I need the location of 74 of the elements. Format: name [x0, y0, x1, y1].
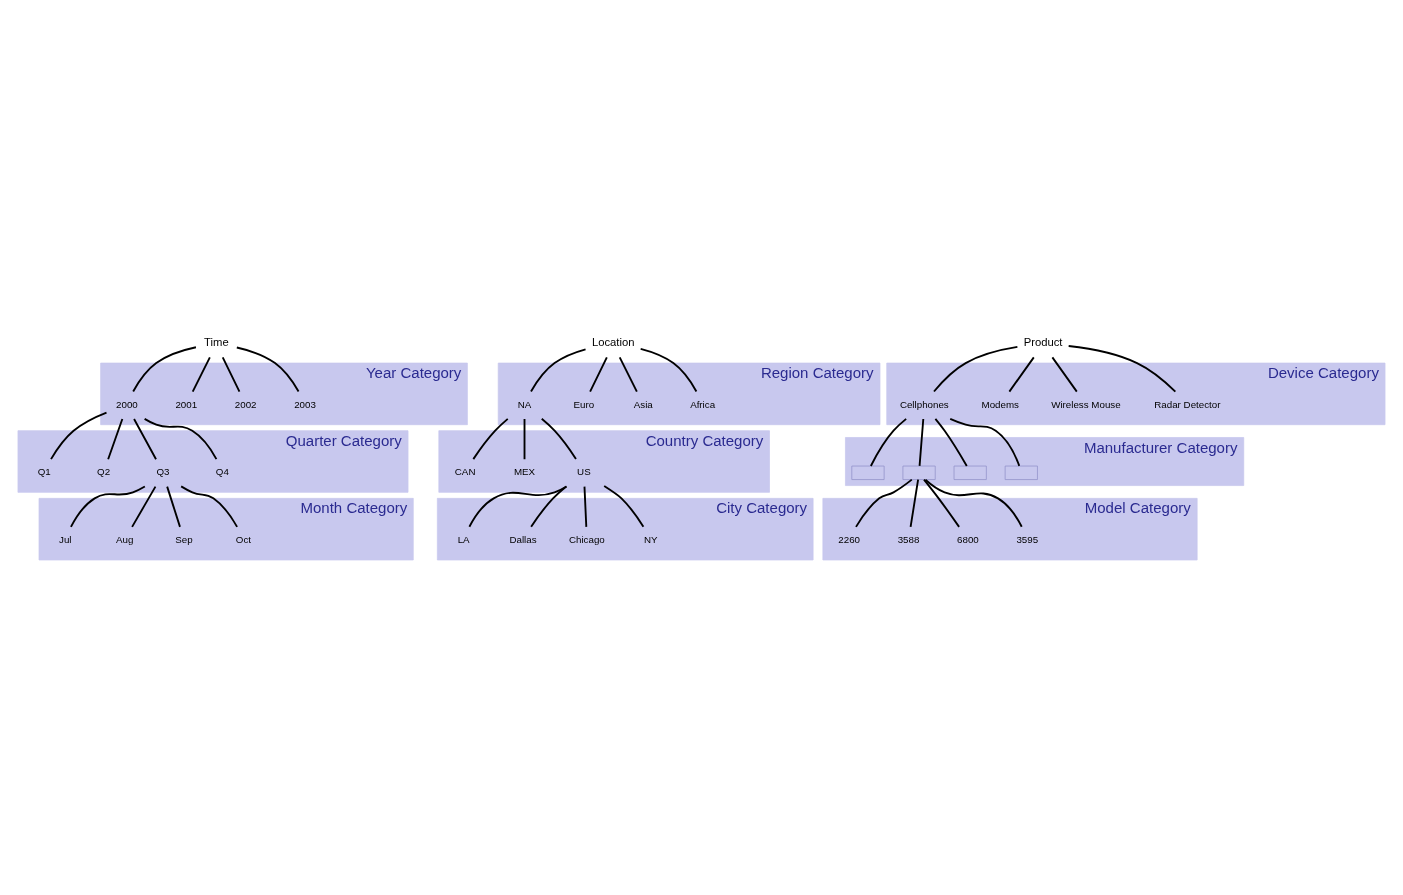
connector: [221, 355, 241, 393]
node-text: Radar Detector: [1154, 398, 1221, 410]
node-text: Q2: [97, 465, 111, 477]
node-text: Euro: [573, 398, 595, 410]
node-text: Cellphones: [899, 398, 949, 410]
connector: [1067, 344, 1177, 393]
node-text: Time: [204, 335, 229, 348]
node-text: NY: [643, 533, 658, 545]
node-text: Q1: [37, 465, 51, 477]
connector: [540, 417, 577, 460]
node-text: Jul: [59, 533, 72, 545]
connector: [235, 346, 300, 392]
connector: [855, 478, 913, 528]
node-text: 2000: [116, 398, 138, 410]
connector: [949, 417, 1021, 467]
connector: [869, 417, 908, 467]
node-text: Modems: [981, 398, 1019, 410]
node-text: Location: [591, 335, 635, 348]
connector: [180, 484, 239, 528]
connector: [133, 417, 157, 460]
connector: [639, 347, 698, 392]
cluster: Manufacturer Category: [845, 436, 1245, 486]
node-text: Q3: [156, 465, 170, 477]
node-text: Aug: [115, 533, 134, 545]
node-text: Wireless Mouse: [1051, 398, 1121, 410]
connector: [50, 411, 108, 460]
node-box: [1004, 465, 1038, 480]
connector: [131, 485, 157, 528]
connector: [909, 478, 920, 528]
connector: [523, 417, 526, 460]
node-text: Dallas: [509, 533, 537, 545]
node-text: 2002: [234, 398, 257, 410]
connector: [589, 355, 608, 393]
node-text: CAN: [454, 465, 476, 477]
node-text: Oct: [235, 533, 252, 545]
node-box: [851, 465, 885, 480]
node-text: 3595: [1016, 533, 1039, 545]
node-text: NA: [517, 398, 532, 410]
connector: [166, 485, 181, 528]
connector: [143, 417, 218, 460]
connector: [918, 417, 925, 467]
connector: [107, 417, 124, 460]
connector: [191, 355, 211, 393]
connector: [530, 485, 568, 528]
node-text: Asia: [633, 398, 653, 410]
node-text: Sep: [175, 533, 193, 545]
node-text: Q4: [215, 465, 229, 477]
connector: [618, 355, 638, 393]
connector: [1008, 355, 1035, 393]
connector: [468, 485, 568, 528]
connector: [472, 417, 509, 460]
connector: [132, 345, 197, 392]
node-text: 2260: [838, 533, 861, 545]
node-box: [902, 465, 936, 480]
node-text: 2001: [175, 398, 198, 410]
connector: [530, 347, 587, 392]
node-text: US: [577, 465, 591, 477]
connector: [933, 345, 1019, 392]
node-text: 6800: [957, 533, 979, 545]
connector: [1051, 355, 1078, 393]
node-text: LA: [457, 533, 470, 545]
connector: [934, 417, 968, 467]
node-text: Chicago: [568, 533, 605, 545]
connector: [603, 484, 645, 528]
node-text: 2003: [294, 398, 316, 410]
connector: [583, 485, 588, 528]
connector: [923, 478, 961, 528]
node-box: [953, 465, 987, 480]
node-text: MEX: [513, 465, 536, 477]
node-text: Africa: [690, 398, 716, 410]
node-text: Product: [1023, 335, 1063, 348]
node-text: 3588: [897, 533, 920, 545]
connector: [924, 478, 1023, 528]
connector: [70, 485, 146, 528]
